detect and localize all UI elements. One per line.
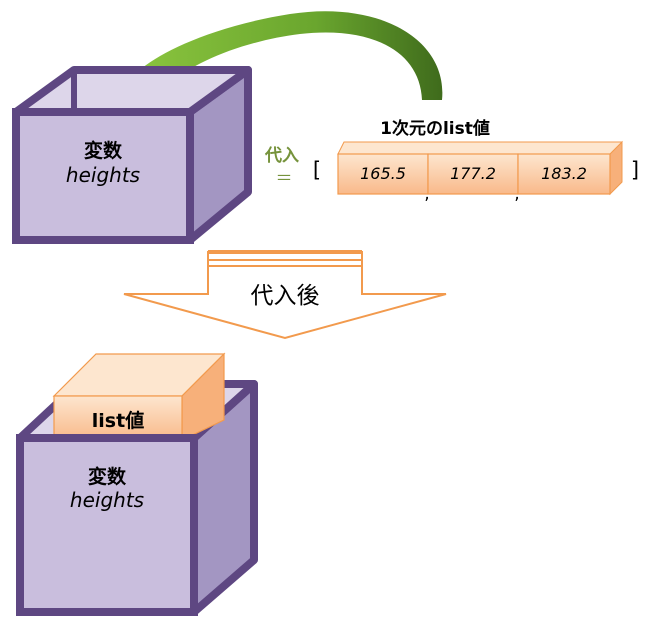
top-variable-box xyxy=(12,66,252,244)
top-box-label: 変数 xyxy=(83,140,122,162)
curved-arrow-icon xyxy=(124,11,443,102)
list-title: 1次元のlist値 xyxy=(380,119,490,139)
close-bracket: ] xyxy=(630,158,640,182)
list-value-1: 165.5 xyxy=(360,164,406,183)
bottom-box-label: 変数 xyxy=(87,466,126,488)
separator-1: , xyxy=(424,184,430,204)
bottom-box-var-name: heights xyxy=(69,488,145,512)
list-cell xyxy=(517,153,611,195)
open-bracket: [ xyxy=(312,158,322,182)
list-value-block xyxy=(52,352,226,441)
after-label: 代入後 xyxy=(250,283,320,309)
down-arrow-icon xyxy=(123,250,447,340)
bottom-variable-box-front xyxy=(16,434,198,616)
top-box-var-name: heights xyxy=(65,163,141,187)
list-values xyxy=(337,140,623,196)
list-cell xyxy=(337,153,429,195)
assign-symbol: ＝ xyxy=(275,169,293,189)
bottom-content-label: list値 xyxy=(91,410,145,432)
assign-label: 代入 xyxy=(265,146,299,166)
list-value-3: 183.2 xyxy=(541,164,587,183)
list-cell xyxy=(427,153,519,195)
separator-2: , xyxy=(514,184,520,204)
list-value-2: 177.2 xyxy=(450,164,496,183)
